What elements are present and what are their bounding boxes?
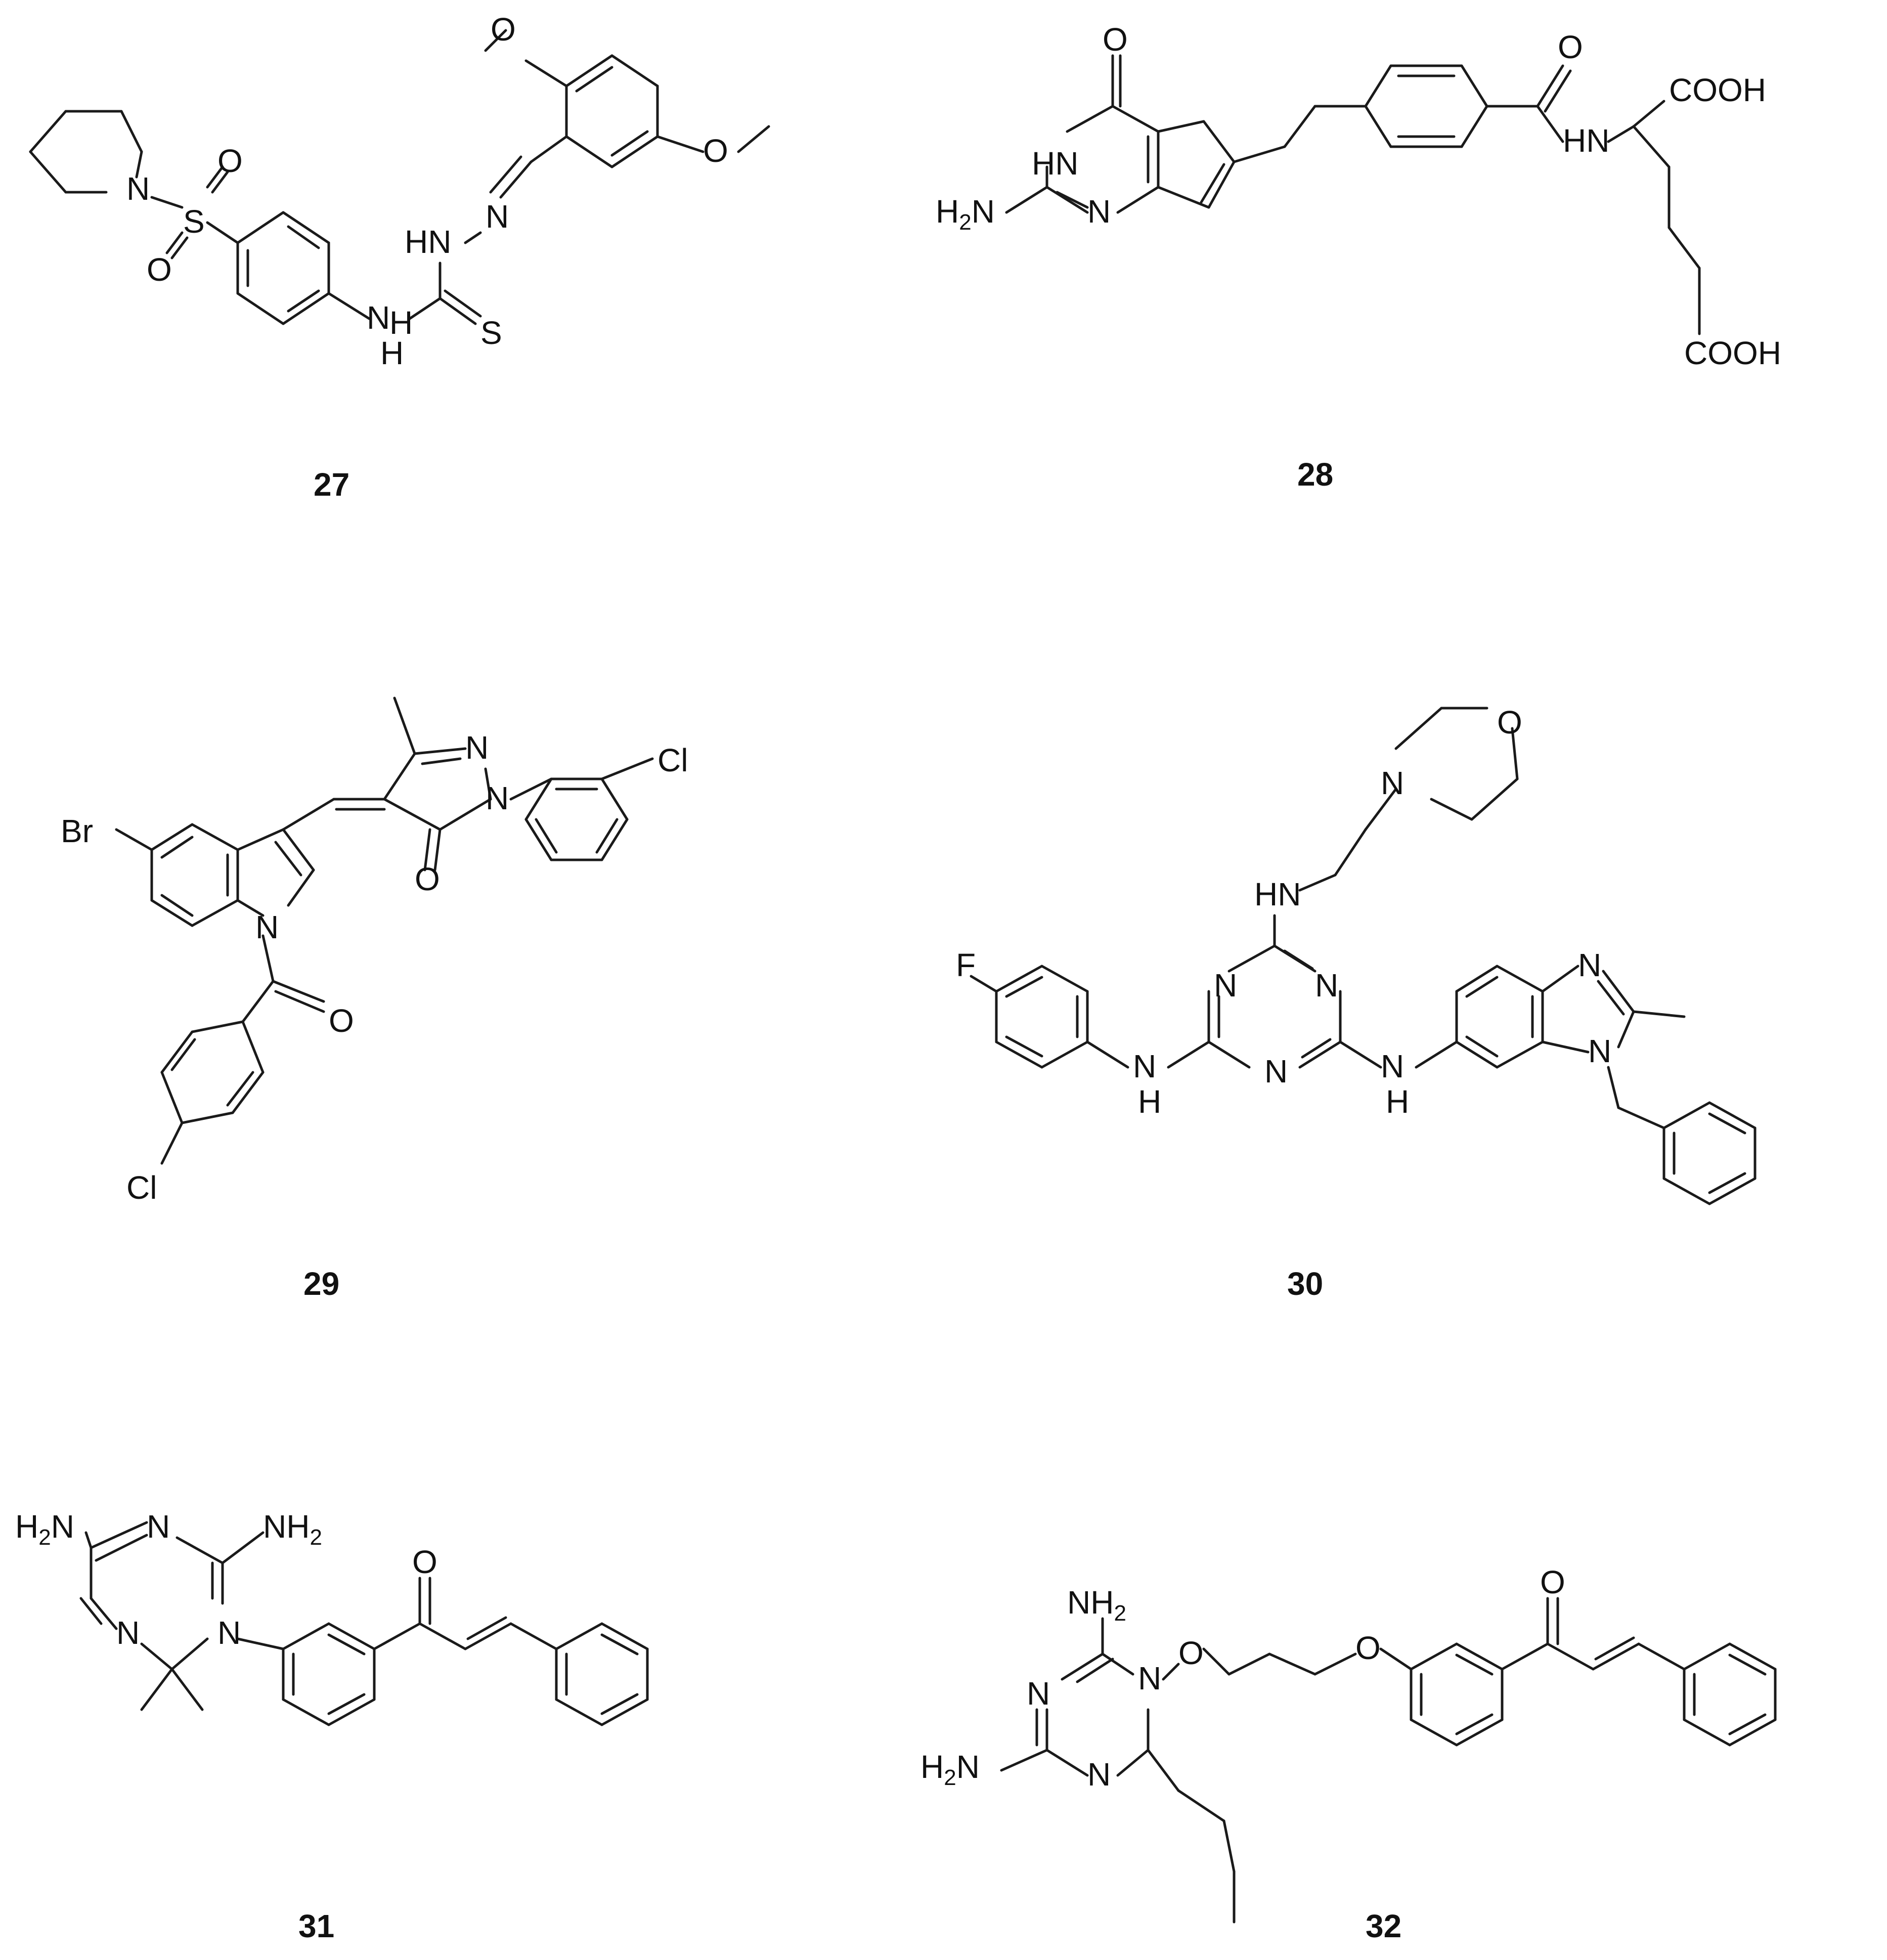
atom-H2N: H2N	[920, 1749, 980, 1790]
atom-O: O	[1103, 21, 1128, 58]
atom-N: N	[1087, 1756, 1111, 1793]
atom-O: O	[329, 1003, 354, 1039]
atom-N: N	[367, 299, 390, 336]
atom-COOH: COOH	[1669, 72, 1766, 108]
atom-N: N	[147, 1508, 170, 1545]
compound-30: F O N HN N N N N H N H N N 30	[956, 704, 1757, 1302]
atom-O: O	[415, 861, 440, 897]
atom-O: O	[412, 1544, 437, 1580]
atom-Cl: Cl	[657, 742, 688, 778]
compound-label-32: 32	[1366, 1908, 1401, 1944]
atom-NH2: NH2	[1067, 1584, 1126, 1626]
atom-N: N	[116, 1615, 140, 1651]
atom-HN: HN	[1032, 145, 1078, 182]
atom-N: N	[486, 780, 509, 816]
compound-label-31: 31	[298, 1908, 334, 1944]
compound-29: Br N O N N O Cl Cl 29	[61, 696, 688, 1302]
atom-COOH: COOH	[1684, 335, 1781, 371]
atom-H: H	[1386, 1083, 1409, 1120]
atom-N: N	[1138, 1660, 1161, 1696]
atom-S: S	[480, 315, 502, 351]
atom-N: N	[1027, 1675, 1050, 1712]
compound-label-27: 27	[314, 466, 349, 503]
compound-label-28: 28	[1297, 456, 1333, 493]
atom-O: O	[147, 251, 172, 288]
atom-N: N	[1087, 193, 1111, 230]
atom-NH2: NH2	[263, 1508, 322, 1550]
atom-N: N	[1133, 1048, 1156, 1084]
atom-O: O	[1355, 1630, 1381, 1666]
atom-F: F	[956, 947, 976, 983]
atom-O: O	[1497, 704, 1522, 741]
atom-N: N	[465, 729, 489, 766]
compound-27: N S O O N H H S HN N O O 27	[29, 11, 770, 503]
compound-label-30: 30	[1287, 1266, 1323, 1302]
compound-28: O HN N H2N O HN COOH COOH 28	[936, 21, 1781, 493]
atom-N: N	[486, 198, 509, 235]
atom-O: O	[1178, 1635, 1204, 1671]
atom-N: N	[217, 1615, 241, 1651]
atom-HN: HN	[1254, 876, 1301, 912]
atom-N: N	[1588, 1033, 1611, 1069]
atom-O: O	[1558, 29, 1583, 65]
atom-H: H	[389, 304, 413, 341]
atom-O: O	[703, 133, 728, 169]
atom-S: S	[183, 203, 205, 240]
atom-HN: HN	[405, 224, 451, 260]
atom-H: H	[380, 335, 404, 371]
atom-N: N	[1214, 967, 1237, 1004]
atom-N: N	[1578, 947, 1601, 983]
atom-N: N	[1381, 1048, 1404, 1084]
atom-HN: HN	[1563, 122, 1609, 159]
atom-Cl: Cl	[126, 1169, 157, 1206]
atom-N: N	[1264, 1053, 1288, 1090]
atom-O: O	[491, 11, 516, 48]
compound-31: H2N N NH2 N N O 31	[15, 1508, 649, 1944]
atom-N: N	[1381, 765, 1404, 801]
compound-32: NH2 N H2N N N O O O 32	[920, 1564, 1777, 1944]
atom-N: N	[1315, 967, 1338, 1004]
atom-O: O	[217, 143, 243, 179]
atom-Br: Br	[61, 813, 93, 849]
atom-O: O	[1540, 1564, 1565, 1600]
atom-N: N	[255, 909, 279, 945]
atom-H2N: H2N	[15, 1508, 74, 1550]
compound-label-29: 29	[303, 1266, 339, 1302]
atom-H: H	[1138, 1083, 1161, 1120]
atom-N: N	[126, 170, 150, 207]
atom-H2N: H2N	[936, 193, 995, 235]
